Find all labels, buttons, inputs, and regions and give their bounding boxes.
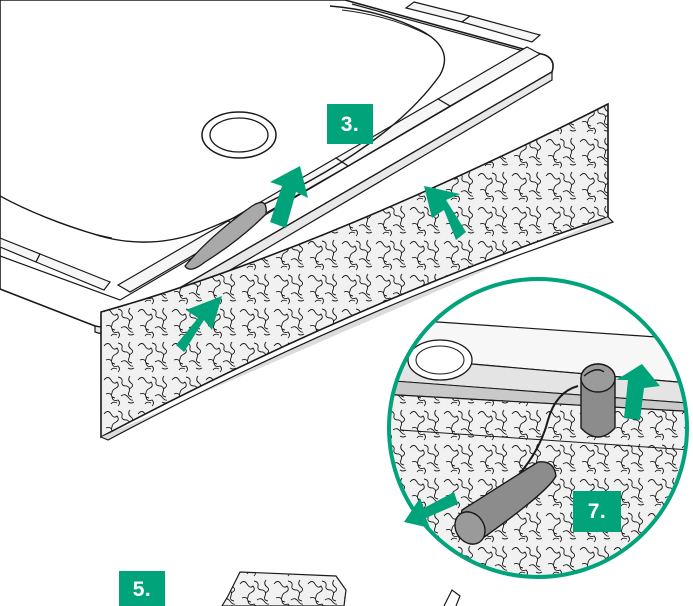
bathtub [0, 0, 554, 335]
press-arrow-left-icon [176, 296, 222, 352]
bathtub-basin-step [39, 9, 431, 239]
roll-arrow-up-icon [616, 364, 660, 420]
seam-roller-icon [454, 363, 616, 545]
press-arrow-up-icon [270, 166, 308, 228]
step-3-label: 3. [327, 104, 373, 144]
front-panel [100, 102, 615, 441]
roll-arrow-left-icon [404, 492, 458, 528]
step-7-label: 7. [573, 491, 621, 532]
magnifier-circle-icon [387, 277, 689, 579]
bathtub-drain-icon [201, 111, 277, 159]
tool-edge-icon [443, 589, 461, 606]
step-5-label: 5. [119, 571, 165, 606]
adhesive-strip-icon [184, 201, 267, 270]
adhesive-sheet-icon [221, 571, 347, 606]
press-arrow-right-icon [424, 186, 466, 240]
front-panel-bottom-edge [100, 216, 615, 441]
